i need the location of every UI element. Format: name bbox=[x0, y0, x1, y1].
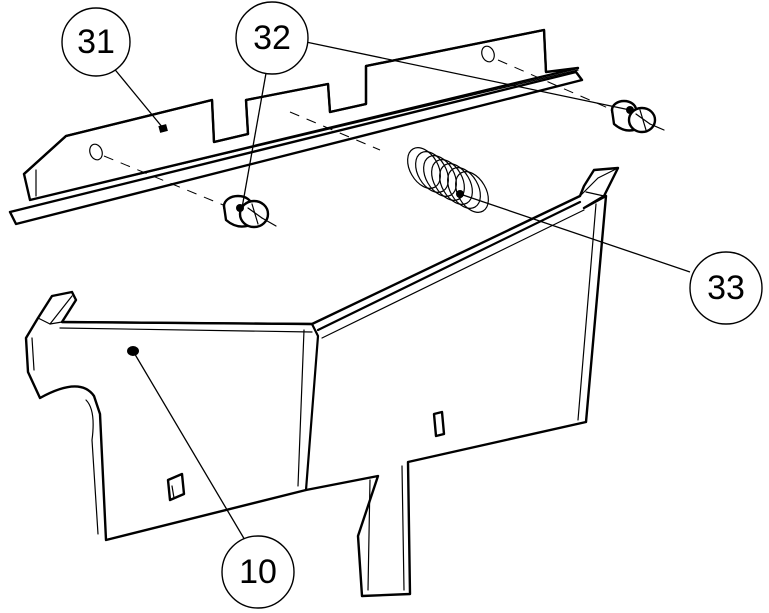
callout-33: 33 bbox=[689, 251, 763, 325]
callout-31: 31 bbox=[61, 7, 131, 77]
assembly-axis-mid bbox=[289, 111, 381, 151]
callout-32: 32 bbox=[235, 1, 309, 75]
spring-part bbox=[407, 147, 489, 213]
leader-10 bbox=[132, 350, 253, 553]
panel-part bbox=[24, 166, 620, 598]
leader-33 bbox=[459, 193, 691, 273]
callout-33-label: 33 bbox=[707, 269, 745, 307]
screw-left bbox=[222, 194, 277, 229]
leader-31 bbox=[111, 65, 164, 129]
callout-10: 10 bbox=[221, 535, 295, 609]
screw-right bbox=[610, 99, 665, 134]
callout-31-label: 31 bbox=[77, 23, 115, 61]
leader-32-right bbox=[305, 41, 631, 111]
leader-32-left bbox=[241, 61, 269, 209]
callout-32-label: 32 bbox=[253, 19, 291, 57]
bracket-part bbox=[8, 28, 584, 226]
callout-10-label: 10 bbox=[239, 553, 277, 591]
